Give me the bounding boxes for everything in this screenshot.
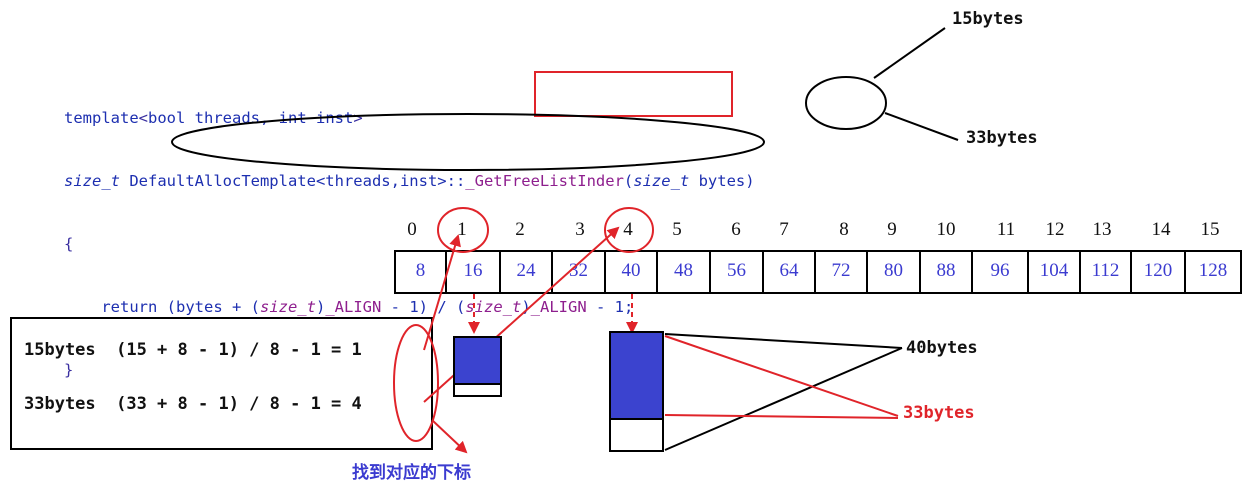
block-40-filled — [609, 331, 664, 420]
line-33bytes-top — [664, 335, 899, 417]
free-list-value-48: 48 — [674, 260, 693, 281]
free-list-value-72: 72 — [831, 260, 851, 281]
line-to-15bytes — [873, 27, 946, 79]
code-line-5: } — [64, 361, 74, 379]
free-list-value-88: 88 — [936, 260, 956, 281]
free-list-value-128: 128 — [1198, 260, 1228, 281]
free-list-value-8: 8 — [415, 260, 426, 281]
code-line-3: { — [64, 235, 74, 253]
free-list-index-2: 2 — [515, 219, 525, 240]
bytes-ellipse — [805, 76, 887, 130]
free-list-value-64: 64 — [779, 260, 799, 281]
arrow-to-caption — [431, 419, 468, 454]
line-to-33bytes — [884, 112, 959, 141]
free-list-index-13: 13 — [1092, 219, 1112, 240]
free-list-value-96: 96 — [990, 260, 1010, 281]
line-40bytes-top — [664, 333, 903, 349]
formula-box — [10, 317, 433, 450]
free-list-index-11: 11 — [996, 219, 1016, 240]
free-list-index-15: 15 — [1200, 219, 1220, 240]
free-list-index-12: 12 — [1045, 219, 1065, 240]
free-list-value-16: 16 — [463, 260, 483, 281]
code-line-2: size_t DefaultAllocTemplate<threads,inst… — [64, 172, 755, 190]
code-line-4: return (bytes + (size_t)_ALIGN - 1) / (s… — [101, 298, 634, 316]
label-15bytes-top: 15bytes — [952, 9, 1024, 29]
index-1-circle — [437, 207, 489, 253]
free-list-index-4: 4 — [623, 219, 633, 240]
free-list-index-6: 6 — [731, 219, 741, 240]
block-16-free — [453, 383, 502, 397]
free-list-index-9: 9 — [887, 219, 897, 240]
label-40bytes: 40bytes — [906, 338, 978, 358]
free-list-index-14: 14 — [1151, 219, 1171, 240]
arrow-result-1-to-index — [423, 234, 461, 351]
free-list-value-104: 104 — [1039, 260, 1069, 281]
caption-find-index: 找到对应的下标 — [352, 463, 471, 483]
free-list-index-8: 8 — [839, 219, 849, 240]
formula-33bytes: 33bytes (33 + 8 - 1) / 8 - 1 = 4 — [24, 394, 362, 414]
free-list-index-1: 1 — [457, 219, 467, 240]
block-40-free — [609, 418, 664, 452]
result-ellipse — [393, 324, 439, 442]
free-list-value-32: 32 — [569, 260, 588, 281]
line-33bytes-bottom — [664, 414, 899, 419]
free-list-index-10: 10 — [936, 219, 956, 240]
free-list-index-3: 3 — [575, 219, 585, 240]
free-list-value-40: 40 — [621, 260, 641, 281]
index-4-circle — [604, 207, 654, 253]
free-list-index-7: 7 — [779, 219, 789, 240]
free-list-index-0: 0 — [407, 219, 417, 240]
function-name: _GetFreeListInder — [465, 172, 624, 190]
block-16-filled — [453, 336, 502, 385]
label-33bytes-top: 33bytes — [966, 128, 1038, 148]
free-list-value-120: 120 — [1143, 260, 1173, 281]
label-33bytes-right: 33bytes — [903, 403, 975, 423]
free-list-index-5: 5 — [672, 219, 682, 240]
line-40bytes-bottom — [664, 347, 903, 451]
formula-15bytes: 15bytes (15 + 8 - 1) / 8 - 1 = 1 — [24, 340, 362, 360]
free-list-value-112: 112 — [1091, 260, 1120, 281]
expression-ellipse — [171, 113, 765, 171]
function-highlight-box — [534, 71, 733, 117]
free-list-table — [394, 250, 1242, 294]
free-list-value-80: 80 — [884, 260, 903, 281]
free-list-value-56: 56 — [727, 260, 746, 281]
free-list-dividers — [445, 251, 1186, 293]
free-list-value-24: 24 — [516, 260, 536, 281]
